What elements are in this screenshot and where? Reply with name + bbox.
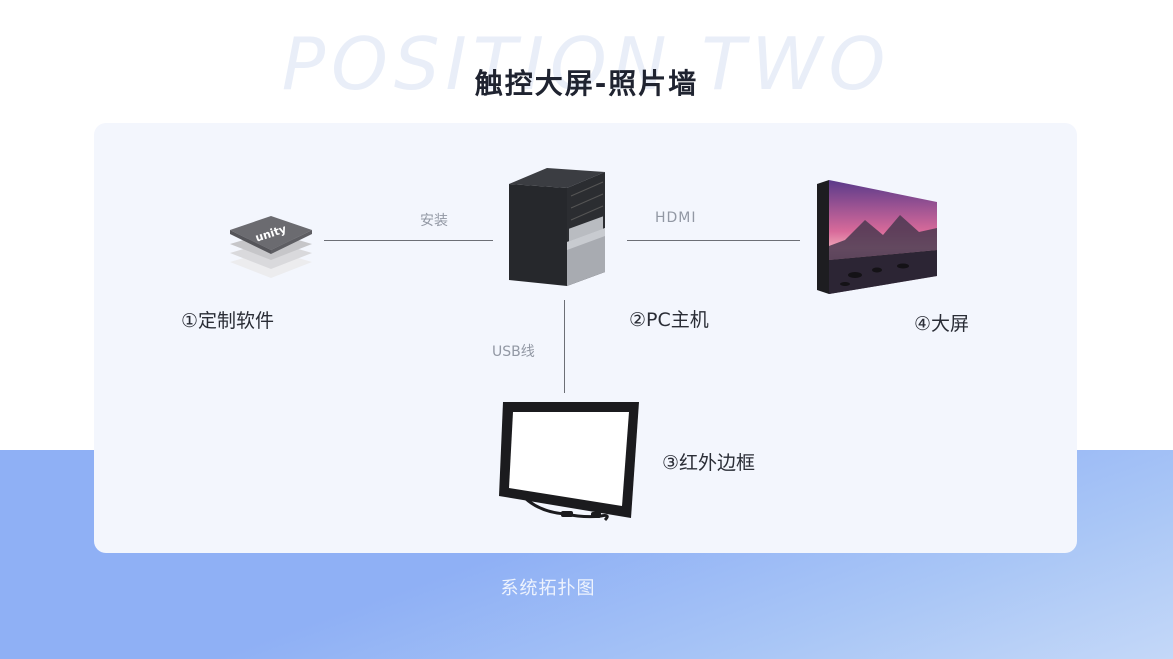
node-label-frame: ③红外边框 [662,452,756,474]
node-label-pc: ②PC主机 [629,309,709,331]
edge-line-install [324,240,493,241]
infrared-frame-icon [495,400,645,528]
diagram-caption: 系统拓扑图 [500,578,596,599]
edge-label-install: 安装 [420,213,448,229]
node-label-screen: ④大屏 [914,313,970,335]
page-title: 触控大屏-照片墙 [474,67,699,100]
edge-line-usb [564,300,565,393]
edge-label-usb: USB线 [492,344,535,360]
large-screen-icon [815,180,939,296]
unity-logo-icon: unity [226,210,316,285]
node-label-software: ①定制软件 [181,310,275,332]
pc-tower-icon [505,162,608,288]
edge-label-hdmi: HDMI [655,210,697,226]
edge-line-hdmi [627,240,800,241]
background-watermark: POSITION TWO [281,22,892,106]
